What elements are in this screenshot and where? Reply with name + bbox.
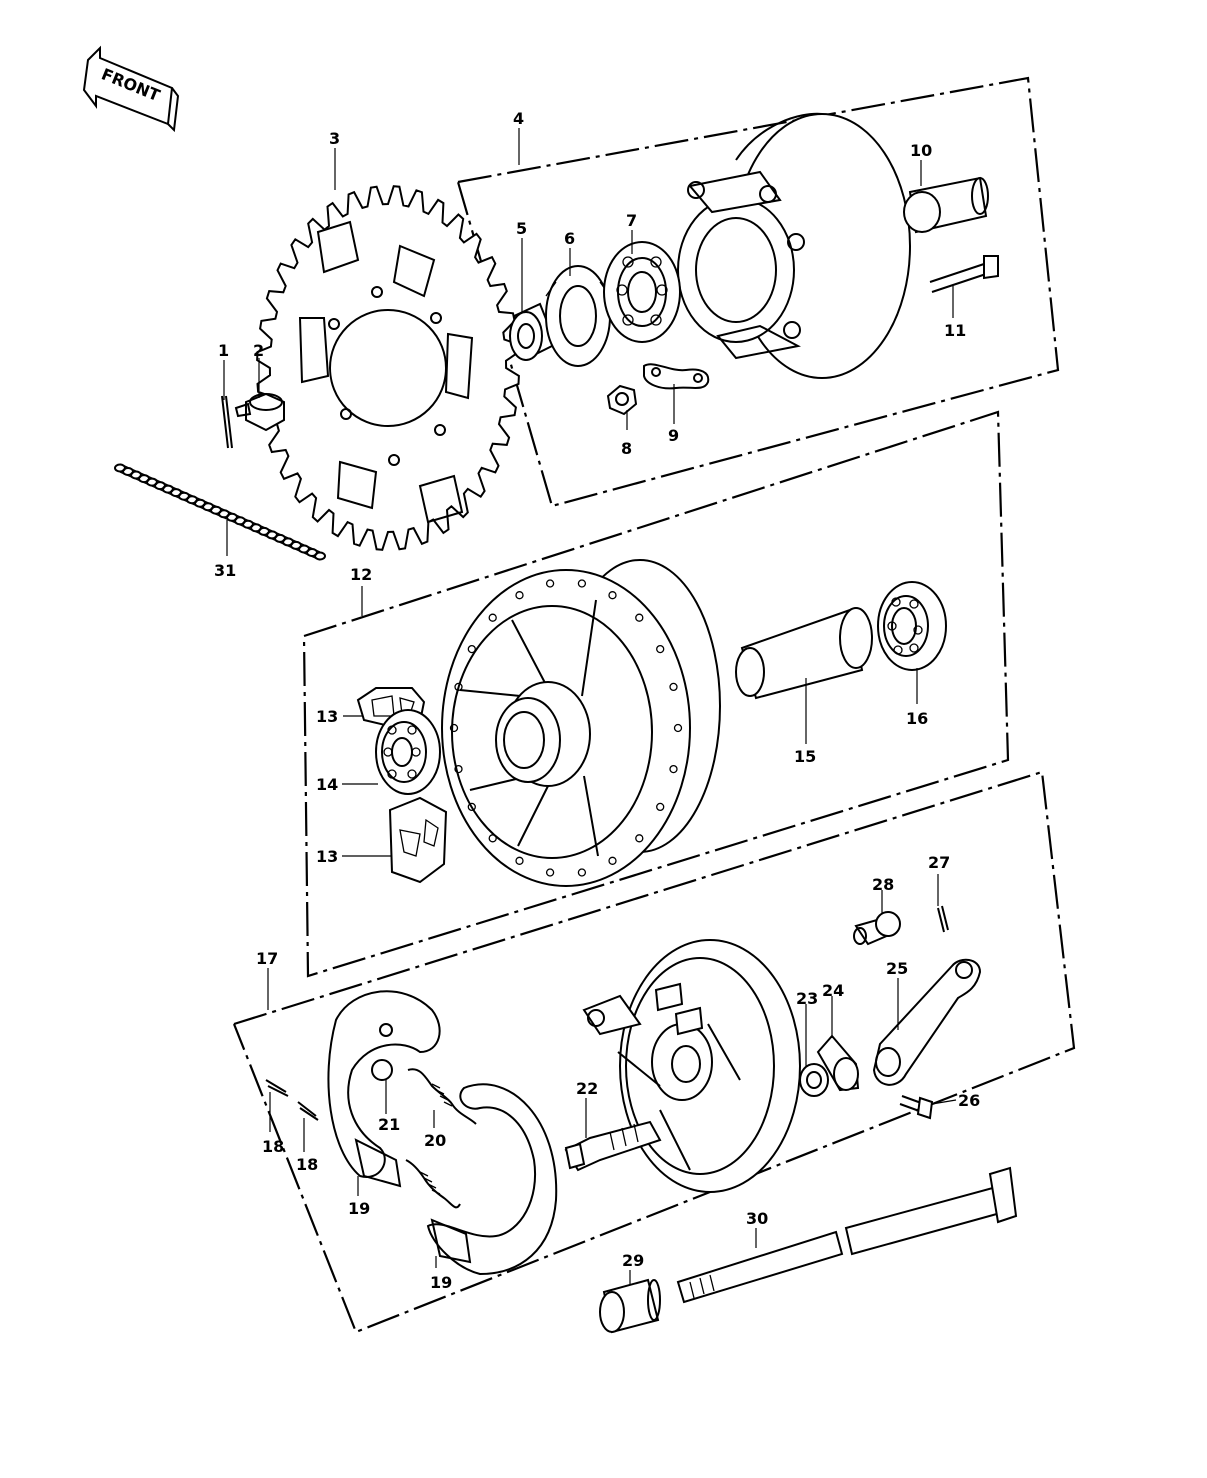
panel-group-17 (232, 770, 1076, 1334)
spoke-hole (656, 644, 665, 654)
brake-camshaft-22 (564, 1120, 662, 1172)
seal-23 (799, 1063, 829, 1097)
callout-20: 20 (424, 1131, 446, 1150)
pin-28 (853, 911, 901, 946)
spoke-hole (467, 644, 476, 654)
indicator-24 (816, 1034, 860, 1092)
oil-seal-6 (545, 265, 611, 367)
sprocket-hub (677, 112, 911, 379)
spoke-hole (608, 591, 617, 600)
collar-29 (599, 1278, 661, 1334)
spoke-hole (608, 856, 617, 865)
callout-18a: 18 (262, 1137, 284, 1156)
front-arrow: FRONT (82, 45, 180, 133)
panel-group-12 (302, 410, 1010, 978)
callout-3: 3 (329, 129, 340, 148)
callout-22: 22 (576, 1079, 598, 1098)
brake-spring-20-lower (405, 1159, 461, 1209)
callout-4: 4 (513, 109, 524, 128)
callout-26: 26 (958, 1091, 980, 1110)
callout-19b: 19 (430, 1273, 452, 1292)
spoke-hole (454, 682, 463, 692)
spoke-hole (673, 723, 683, 733)
bolt-11 (929, 255, 999, 293)
callout-12: 12 (350, 565, 372, 584)
lock-plate-9 (643, 363, 710, 390)
brake-shoe-19-upper (327, 990, 441, 1188)
callout-19a: 19 (348, 1199, 370, 1218)
callout-25: 25 (886, 959, 908, 978)
spoke-hole (577, 868, 587, 877)
chain-side-plates (119, 463, 321, 561)
callout-labels: 1 2 3 4 5 6 7 8 9 10 11 12 13 13 14 15 1… (214, 109, 980, 1292)
cotter-pin-1 (221, 395, 233, 449)
callout-29: 29 (622, 1251, 644, 1270)
callout-27: 27 (928, 853, 950, 872)
callout-15: 15 (794, 747, 816, 766)
callout-8: 8 (621, 439, 632, 458)
spacer-5 (509, 302, 558, 361)
callout-2: 2 (253, 341, 264, 360)
drive-chain (114, 463, 326, 561)
nut-8 (606, 384, 638, 416)
rear-sprocket (256, 185, 520, 551)
callout-16: 16 (906, 709, 928, 728)
axle-30 (676, 1166, 1018, 1304)
collar-15 (735, 607, 873, 700)
callout-21: 21 (378, 1115, 400, 1134)
spoke-hole (449, 723, 459, 733)
panel-group-4 (456, 76, 1060, 508)
bearing-16 (877, 581, 947, 671)
callout-5: 5 (516, 219, 527, 238)
spoke-hole (545, 579, 555, 588)
bearing-14 (375, 709, 441, 795)
spoke-hole (515, 591, 524, 600)
spoke-hole (454, 764, 463, 774)
cotter-pin-27 (937, 905, 949, 933)
spoke-hole (488, 834, 497, 843)
callout-18b: 18 (296, 1155, 318, 1174)
brake-shoe-19-lower (426, 1083, 558, 1276)
spoke-hole (669, 682, 678, 692)
callout-14: 14 (316, 775, 338, 794)
collar-10 (903, 176, 989, 234)
sprocket-nut-2 (234, 392, 285, 432)
callout-13b: 13 (316, 847, 338, 866)
callout-24: 24 (822, 981, 844, 1000)
callout-6: 6 (564, 229, 575, 248)
cotter-pin-18a (265, 1079, 289, 1097)
spoke-hole (515, 856, 524, 865)
callout-10: 10 (910, 141, 932, 160)
callout-23: 23 (796, 989, 818, 1008)
spoke-hole (577, 579, 587, 588)
rear-wheel-hub (441, 559, 721, 887)
spoke-hole (467, 802, 476, 812)
bearing-7 (603, 241, 681, 343)
damper-13-bottom (388, 796, 448, 884)
callout-13a: 13 (316, 707, 338, 726)
spoke-hole (635, 613, 644, 622)
spoke-hole (545, 868, 555, 877)
cotter-pin-18b (297, 1101, 319, 1121)
brake-spring-20-upper (407, 1068, 477, 1125)
spoke-hole (488, 613, 497, 622)
leader-lines (223, 128, 957, 1284)
spoke-hole (635, 834, 644, 843)
callout-9: 9 (668, 426, 679, 445)
callout-30: 30 (746, 1209, 768, 1228)
callout-7: 7 (626, 211, 637, 230)
brake-panel (582, 939, 801, 1193)
callout-11: 11 (944, 321, 966, 340)
callout-28: 28 (872, 875, 894, 894)
callout-31: 31 (214, 561, 236, 580)
spoke-hole (669, 764, 678, 774)
bolt-26 (899, 1095, 934, 1120)
spoke-hole (656, 802, 665, 812)
callout-17: 17 (256, 949, 278, 968)
callout-1: 1 (218, 341, 229, 360)
brake-lever-25 (872, 958, 982, 1086)
